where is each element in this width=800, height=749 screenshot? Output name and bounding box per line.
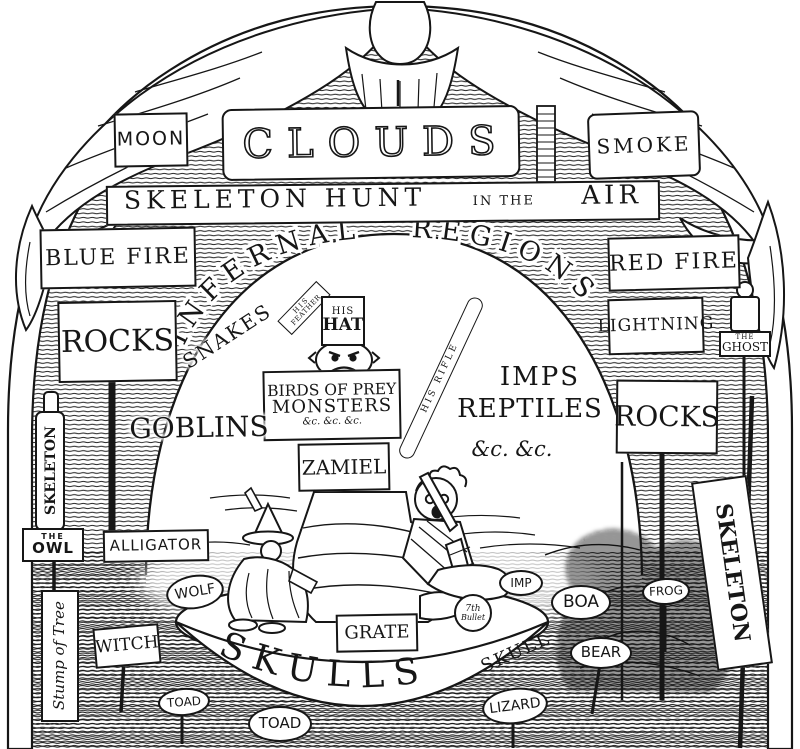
ghost-the-text: THE [735, 333, 755, 342]
owl-text: OWL [32, 539, 74, 558]
crest [344, 1, 460, 115]
label-rocks-left: ROCKS [57, 299, 178, 384]
label-birds-monsters: BIRDS OF PREY MONSTERS &c. &c. &c. [262, 368, 402, 442]
label-the-ghost: THE GHOST [719, 331, 771, 357]
skeleton-right-text: SKELETON [709, 501, 756, 644]
hunt-end-text: AIR [581, 180, 643, 211]
wolf-text: WOLF [173, 580, 217, 603]
lizard-text: LIZARD [488, 694, 542, 717]
label-toad-center: TOAD [248, 706, 312, 742]
imps-text: IMPS [499, 362, 581, 392]
lightning-text: LIGHTNING [597, 313, 715, 337]
blue-fire-text: BLUE FIRE [44, 244, 192, 272]
etc-center-text: &c. &c. &c. [302, 415, 363, 428]
hat-text: HAT [322, 315, 364, 336]
child-figure [227, 486, 319, 634]
label-witch: WITCH [92, 623, 162, 669]
witch-text: WITCH [94, 632, 160, 658]
label-stump-of-tree: Stump of Tree [41, 590, 79, 722]
owl-the-text: THE [41, 531, 65, 541]
red-fire-text: RED FIRE [608, 248, 740, 278]
smoke-text: SMOKE [596, 130, 692, 159]
toad-left-text: TOAD [166, 693, 202, 710]
label-skeleton-left: SKELETON [39, 416, 63, 526]
label-blue-fire: BLUE FIRE [39, 226, 197, 290]
bullet-7th-text: 7th [465, 603, 481, 614]
label-grate: GRATE [335, 613, 419, 653]
label-red-fire: RED FIRE [607, 234, 741, 292]
zamiel-text: ZAMIEL [301, 453, 387, 480]
alligator-text: ALLIGATOR [109, 535, 203, 555]
hunt-main-text: SKELETON HUNT [123, 182, 427, 215]
clouds-text: CLOUDS [241, 117, 510, 168]
frog-text: FROG [648, 583, 684, 600]
toad-center-text: TOAD [258, 714, 302, 733]
skeleton-left-text: SKELETON [43, 426, 59, 516]
label-clouds: CLOUDS [221, 104, 521, 182]
moon-text: MOON [116, 127, 186, 151]
rocks-right-text: ROCKS [614, 399, 720, 434]
label-moon: MOON [113, 112, 189, 168]
label-skeleton-hunt: SKELETON HUNT IN THE AIR [105, 180, 661, 226]
label-boa: BOA [551, 585, 611, 620]
monsters-text: MONSTERS [271, 395, 393, 419]
boa-text: BOA [562, 591, 600, 612]
label-his-hat: HIS HAT [321, 296, 365, 346]
label-the-owl: THE OWL [22, 528, 84, 562]
label-smoke: SMOKE [586, 110, 702, 180]
reptiles-text: REPTILES [457, 394, 603, 424]
label-bear: BEAR [570, 637, 632, 669]
skeleton-banner-left [35, 391, 65, 531]
hunter-figure [401, 465, 512, 609]
goblins-text: GOBLINS [129, 409, 269, 446]
label-imps: IMPS [500, 362, 580, 392]
hunt-small-text: IN THE [472, 193, 535, 210]
label-rocks-right: ROCKS [614, 379, 720, 455]
label-7th-bullet: 7th Bullet [454, 594, 492, 632]
label-zamiel: ZAMIEL [297, 442, 391, 492]
label-imp: IMP [499, 570, 543, 596]
label-lightning: LIGHTNING [597, 296, 715, 356]
bullet-text: Bullet [460, 612, 486, 622]
label-reptiles: REPTILES [450, 394, 610, 424]
stump-text: Stump of Tree [50, 601, 69, 711]
imp-text: IMP [510, 575, 532, 590]
hat-his-text: HIS [331, 305, 355, 317]
label-alligator: ALLIGATOR [102, 529, 210, 563]
ghost-text: GHOST [721, 340, 769, 355]
label-goblins: GOBLINS [129, 409, 269, 447]
etc-right-text: &c. &c. [471, 436, 553, 461]
label-etc-right: &c. &c. [471, 434, 553, 464]
grate-text: GRATE [344, 620, 410, 644]
smoke-post [536, 105, 556, 183]
bear-text: BEAR [580, 643, 622, 662]
rocks-left-text: ROCKS [60, 322, 175, 360]
